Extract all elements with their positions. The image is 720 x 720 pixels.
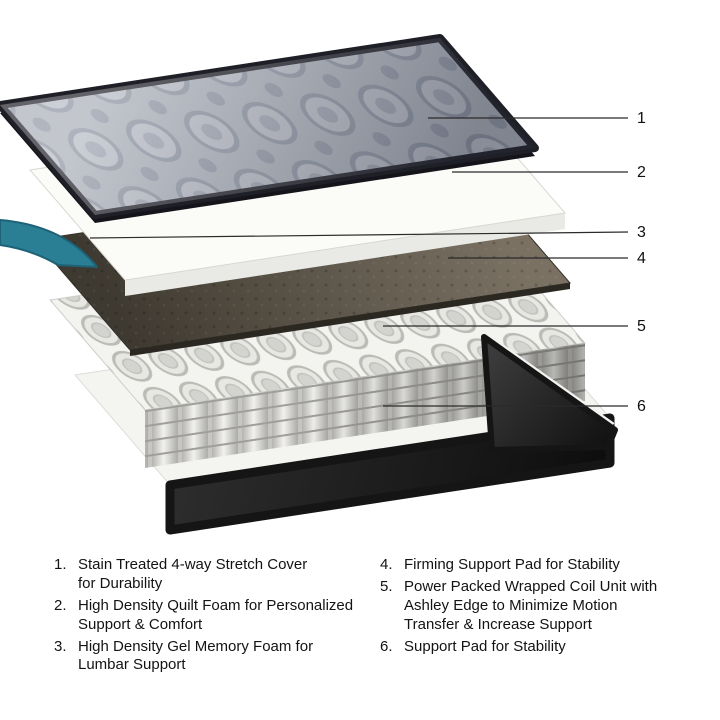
legend: 1. Stain Treated 4-way Stretch Cover for… [0, 542, 720, 678]
legend-item-text: Support Pad for Stability [404, 637, 566, 655]
quilt-shading [0, 38, 535, 215]
legend-item-number: 1. [54, 556, 67, 573]
legend-item-text: Stain Treated 4-way Stretch Cover for Du… [78, 556, 308, 592]
legend-item-number: 6. [380, 637, 393, 655]
callout-number-5: 5 [637, 318, 646, 335]
coil-front-shading [145, 343, 585, 468]
callout-number-4: 4 [637, 250, 646, 267]
legend-item-text: Firming Support Pad for Stability [404, 556, 620, 573]
callout-line-3 [89, 231, 629, 239]
mattress-diagram-svg: 1 2 3 4 5 6 [0, 34, 646, 535]
callout-number-2: 2 [637, 164, 646, 181]
legend-item-number: 3. [54, 637, 67, 655]
legend-item: 6. Support Pad for Stability [380, 638, 682, 657]
legend-column-right: 4. Firming Support Pad for Stability 5. … [380, 556, 682, 678]
legend-item-number: 4. [380, 556, 393, 573]
base-edge-dark-face [481, 334, 618, 453]
base-edge-wedge [478, 328, 618, 453]
callout-number-1: 1 [637, 110, 646, 127]
callouts [89, 117, 629, 407]
legend-item-number: 5. [380, 577, 393, 595]
support-pad-front-edge [130, 283, 570, 356]
legend-item: 4. Firming Support Pad for Stability [380, 556, 682, 575]
gel-foam-sliver [0, 219, 98, 268]
callout-number-6: 6 [637, 398, 646, 415]
mattress-exploded-figure: 1 2 3 4 5 6 [0, 34, 646, 535]
legend-item-number: 2. [54, 596, 67, 614]
legend-item-text: Power Packed Wrapped Coil Unit with Ashl… [404, 577, 658, 633]
legend-item: 3. High Density Gel Memory Foam for Lumb… [54, 638, 366, 676]
legend-item: 2. High Density Quilt Foam for Personali… [54, 597, 366, 635]
callout-number-3: 3 [637, 224, 646, 241]
legend-item-text: High Density Gel Memory Foam for Lumbar … [78, 637, 314, 674]
gel-memory-foam-layer [0, 219, 98, 268]
legend-item-text: High Density Quilt Foam for Personalized… [78, 596, 354, 633]
stretch-cover-layer [0, 34, 539, 223]
legend-column-left: 1. Stain Treated 4-way Stretch Cover for… [54, 556, 366, 678]
legend-item: 1. Stain Treated 4-way Stretch Cover for… [54, 556, 366, 594]
callout-numbers: 1 2 3 4 5 6 [637, 110, 646, 415]
legend-item: 5. Power Packed Wrapped Coil Unit with A… [380, 578, 682, 635]
